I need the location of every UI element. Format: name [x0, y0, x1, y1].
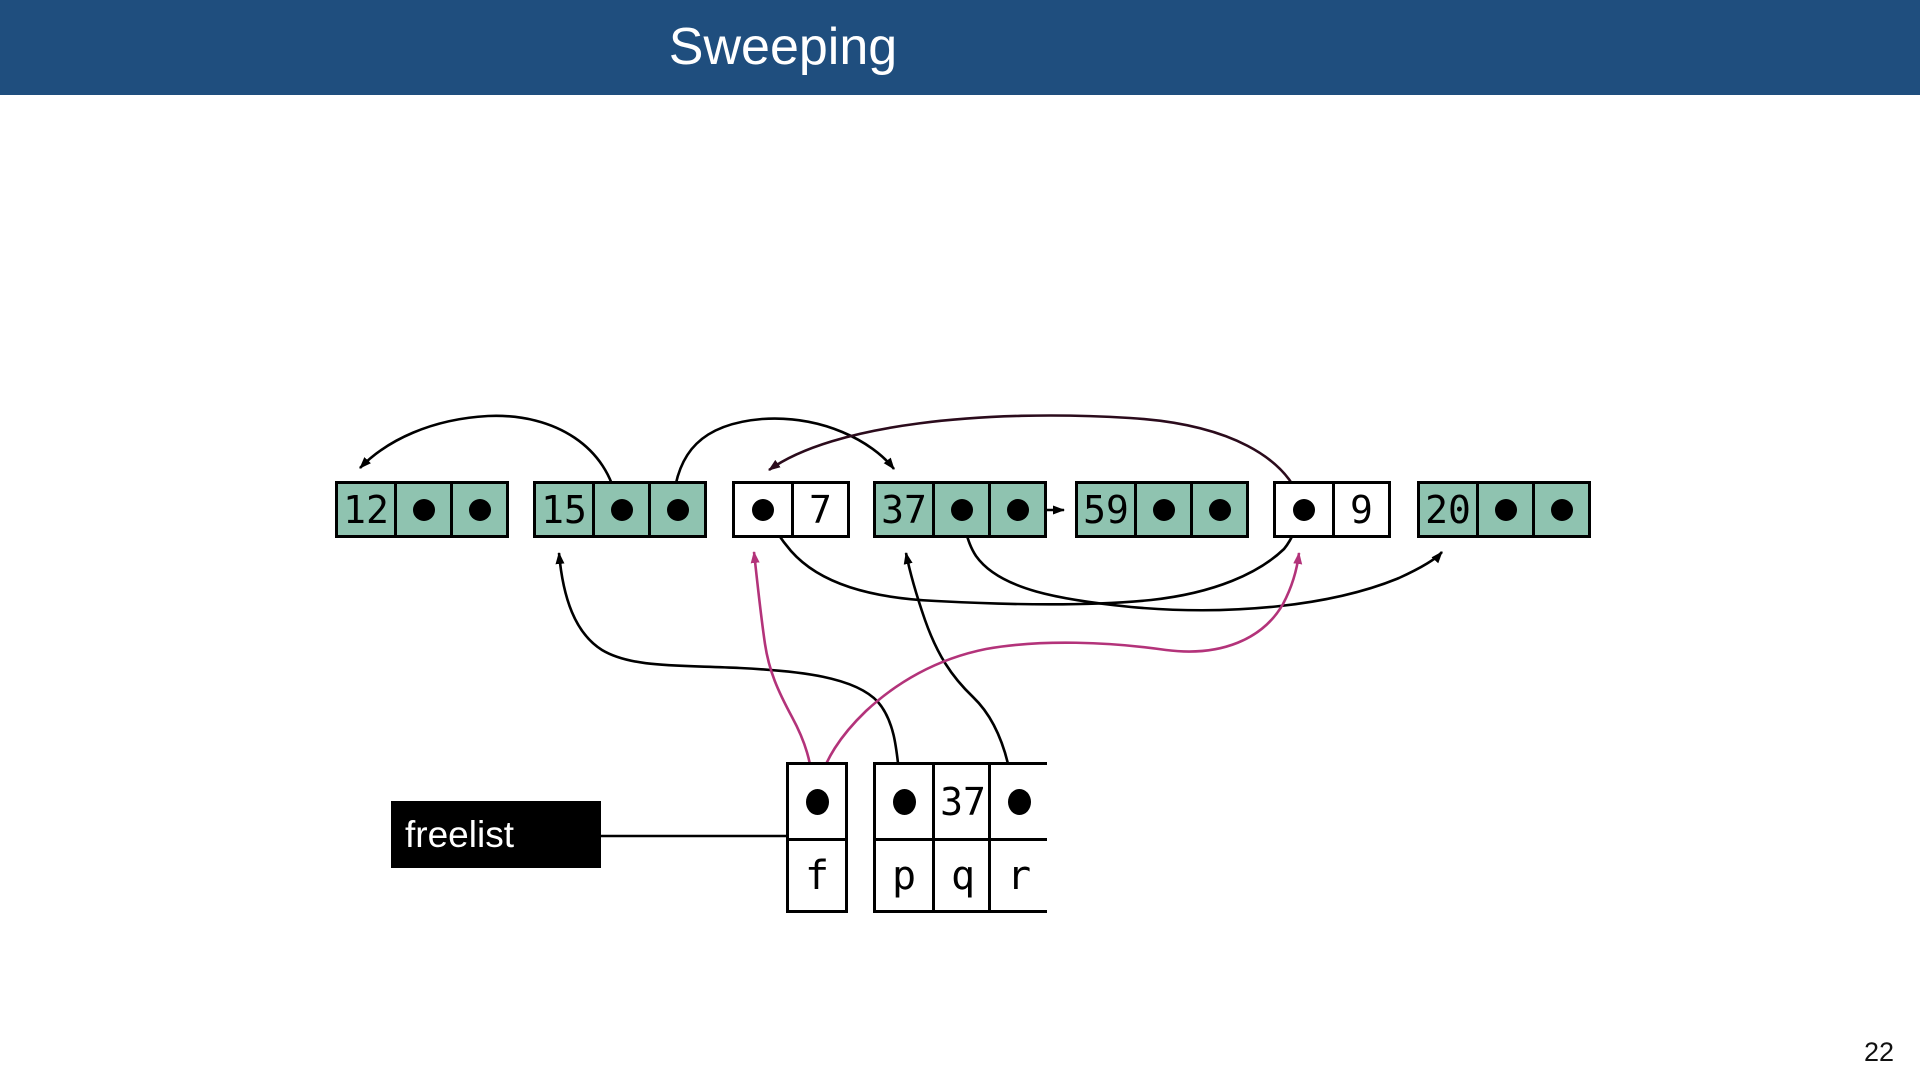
pointer-field-cell: [394, 484, 450, 535]
pointer-dot-icon: [1293, 498, 1315, 521]
pointer-field-cell: [450, 484, 506, 535]
variable-name-cell: f: [789, 838, 845, 910]
page-number: 22: [1863, 1037, 1894, 1067]
pointer-dot-icon: [1007, 788, 1031, 815]
node-7: 7: [732, 481, 850, 538]
arrow-f-to-7: [750, 551, 815, 791]
variable-name-cell: r: [991, 838, 1047, 910]
pointer-field-cell: [1134, 484, 1190, 535]
cell-value: 20: [1425, 487, 1471, 532]
pointer-field-cell: [735, 484, 791, 535]
pointer-dot-icon: [666, 498, 689, 521]
variable-label: q: [950, 852, 976, 899]
node-15: 15: [533, 481, 707, 538]
value-cell: 37: [876, 484, 932, 535]
pointer-dot-icon: [805, 788, 829, 815]
variable-name-cell: p: [876, 838, 932, 910]
value-cell: 15: [536, 484, 592, 535]
variable-column-f: f: [789, 765, 845, 910]
cell-value: 37: [881, 487, 927, 532]
variable-column-q: 37 q: [932, 765, 991, 910]
freelist-label: freelist: [391, 801, 601, 868]
arrow-p-to-15: [555, 552, 903, 792]
pointer-dot-icon: [1494, 498, 1517, 521]
cell-value: 59: [1083, 487, 1129, 532]
pointer-field-cell: [991, 765, 1047, 838]
node-12: 12: [335, 481, 509, 538]
pointer-field-cell: [988, 484, 1044, 535]
variable-label: f: [804, 852, 830, 899]
node-20: 20: [1417, 481, 1591, 538]
pointer-field-cell: [789, 765, 845, 838]
cell-value: 12: [343, 487, 389, 532]
pointer-field-cell: [1532, 484, 1588, 535]
pointer-dot-icon: [468, 498, 491, 521]
variable-column-r: r: [988, 765, 1047, 910]
cell-value: 7: [809, 487, 832, 532]
value-cell: 59: [1078, 484, 1134, 535]
page-title: Sweeping: [668, 18, 898, 76]
variable-label: p: [891, 852, 917, 899]
pointer-dot-icon: [752, 498, 774, 521]
variable-name-cell: q: [935, 838, 991, 910]
node-59: 59: [1075, 481, 1249, 538]
node-9: 9: [1273, 481, 1391, 538]
arrow-f-to-9: [815, 552, 1303, 791]
arrow-r-to-37: [903, 552, 1015, 792]
cell-value: 9: [1350, 487, 1373, 532]
value-cell: 7: [791, 484, 847, 535]
pointer-dot-icon: [1006, 498, 1029, 521]
pointer-dot-icon: [412, 498, 435, 521]
pointer-dot-icon: [1208, 498, 1231, 521]
pointer-field-cell: [932, 484, 988, 535]
cell-value: 15: [541, 487, 587, 532]
pointer-field-cell: [876, 765, 932, 838]
variable-column-p: p: [876, 765, 932, 910]
pointer-field-cell: [648, 484, 704, 535]
variable-label: r: [1006, 852, 1032, 899]
pointer-field-cell: [1276, 484, 1332, 535]
pointer-dot-icon: [1152, 498, 1175, 521]
pointer-dot-icon: [892, 788, 916, 815]
pointer-field-cell: [1476, 484, 1532, 535]
pointer-field-cell: [592, 484, 648, 535]
pointer-dot-icon: [1550, 498, 1573, 521]
header-bar: Sweeping: [0, 0, 1920, 95]
value-cell: 9: [1332, 484, 1388, 535]
value-cell: 12: [338, 484, 394, 535]
pointer-dot-icon: [950, 498, 973, 521]
pointer-dot-icon: [610, 498, 633, 521]
node-37: 37: [873, 481, 1047, 538]
f-cell: f: [786, 762, 848, 913]
cell-value: 37: [940, 779, 986, 824]
value-cell: 20: [1420, 484, 1476, 535]
pointer-field-cell: [1190, 484, 1246, 535]
value-cell: 37: [935, 765, 991, 838]
